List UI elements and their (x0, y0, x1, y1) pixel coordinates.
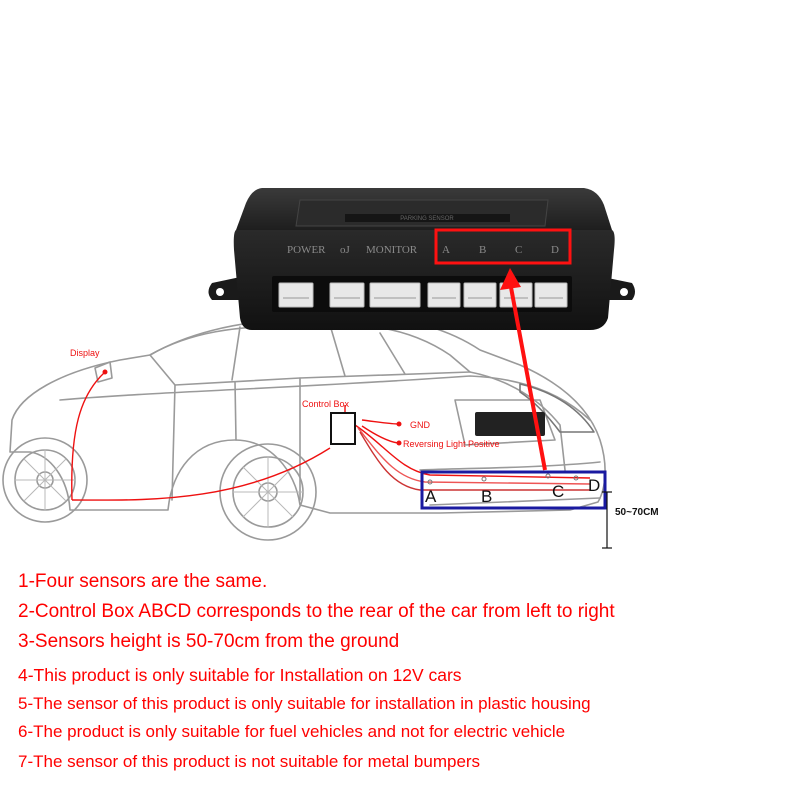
connector-d (534, 282, 568, 308)
sensor-highlight-box (420, 470, 607, 510)
sensor-letter-a: A (425, 487, 437, 506)
connector-oj (329, 282, 365, 308)
sensor-letter-c: C (552, 482, 564, 501)
car-control-box (330, 412, 356, 445)
installation-diagram: Display Control Box GND Reversing Light … (2, 188, 659, 549)
port-label-monitor: MONITOR (366, 244, 418, 256)
note-2: 2-Control Box ABCD corresponds to the re… (18, 601, 615, 622)
connector-b (463, 282, 497, 308)
correspondence-arrow (500, 268, 547, 471)
note-6: 6-The product is only suitable for fuel … (18, 722, 566, 741)
control-box-unit: PARKING SENSOR POWER oJ MONITOR A B C D (208, 188, 635, 330)
port-label-oj: oJ (340, 244, 351, 256)
note-5: 5-The sensor of this product is only sui… (18, 694, 591, 713)
gnd-callout: GND (410, 420, 431, 430)
port-label-power: POWER (287, 244, 326, 256)
connector-monitor (369, 282, 421, 308)
port-label-c: C (515, 244, 522, 256)
note-1: 1-Four sensors are the same. (18, 571, 268, 592)
port-label-a: A (442, 244, 450, 256)
port-label-d: D (551, 244, 559, 256)
connector-power (278, 282, 314, 308)
sensor-letter-b: B (481, 487, 492, 506)
port-label-b: B (479, 244, 486, 256)
control-box-callout: Control Box (302, 399, 350, 409)
reversing-light-callout: Reversing Light Positive (403, 439, 500, 449)
note-3: 3-Sensors height is 50-70cm from the gro… (18, 631, 400, 652)
label-plate-text: PARKING SENSOR (400, 216, 454, 222)
sensor-dots (427, 473, 579, 485)
connector-a (427, 282, 461, 308)
note-4: 4-This product is only suitable for Inst… (18, 665, 462, 685)
height-label: 50~70CM (615, 507, 659, 518)
height-dimension (602, 491, 612, 549)
abcd-highlight-box (434, 228, 572, 265)
note-7: 7-The sensor of this product is not suit… (18, 752, 481, 771)
car-illustration (2, 315, 606, 541)
license-plate (475, 412, 545, 436)
display-callout: Display (70, 348, 100, 358)
sensor-letter-d: D (588, 476, 600, 495)
